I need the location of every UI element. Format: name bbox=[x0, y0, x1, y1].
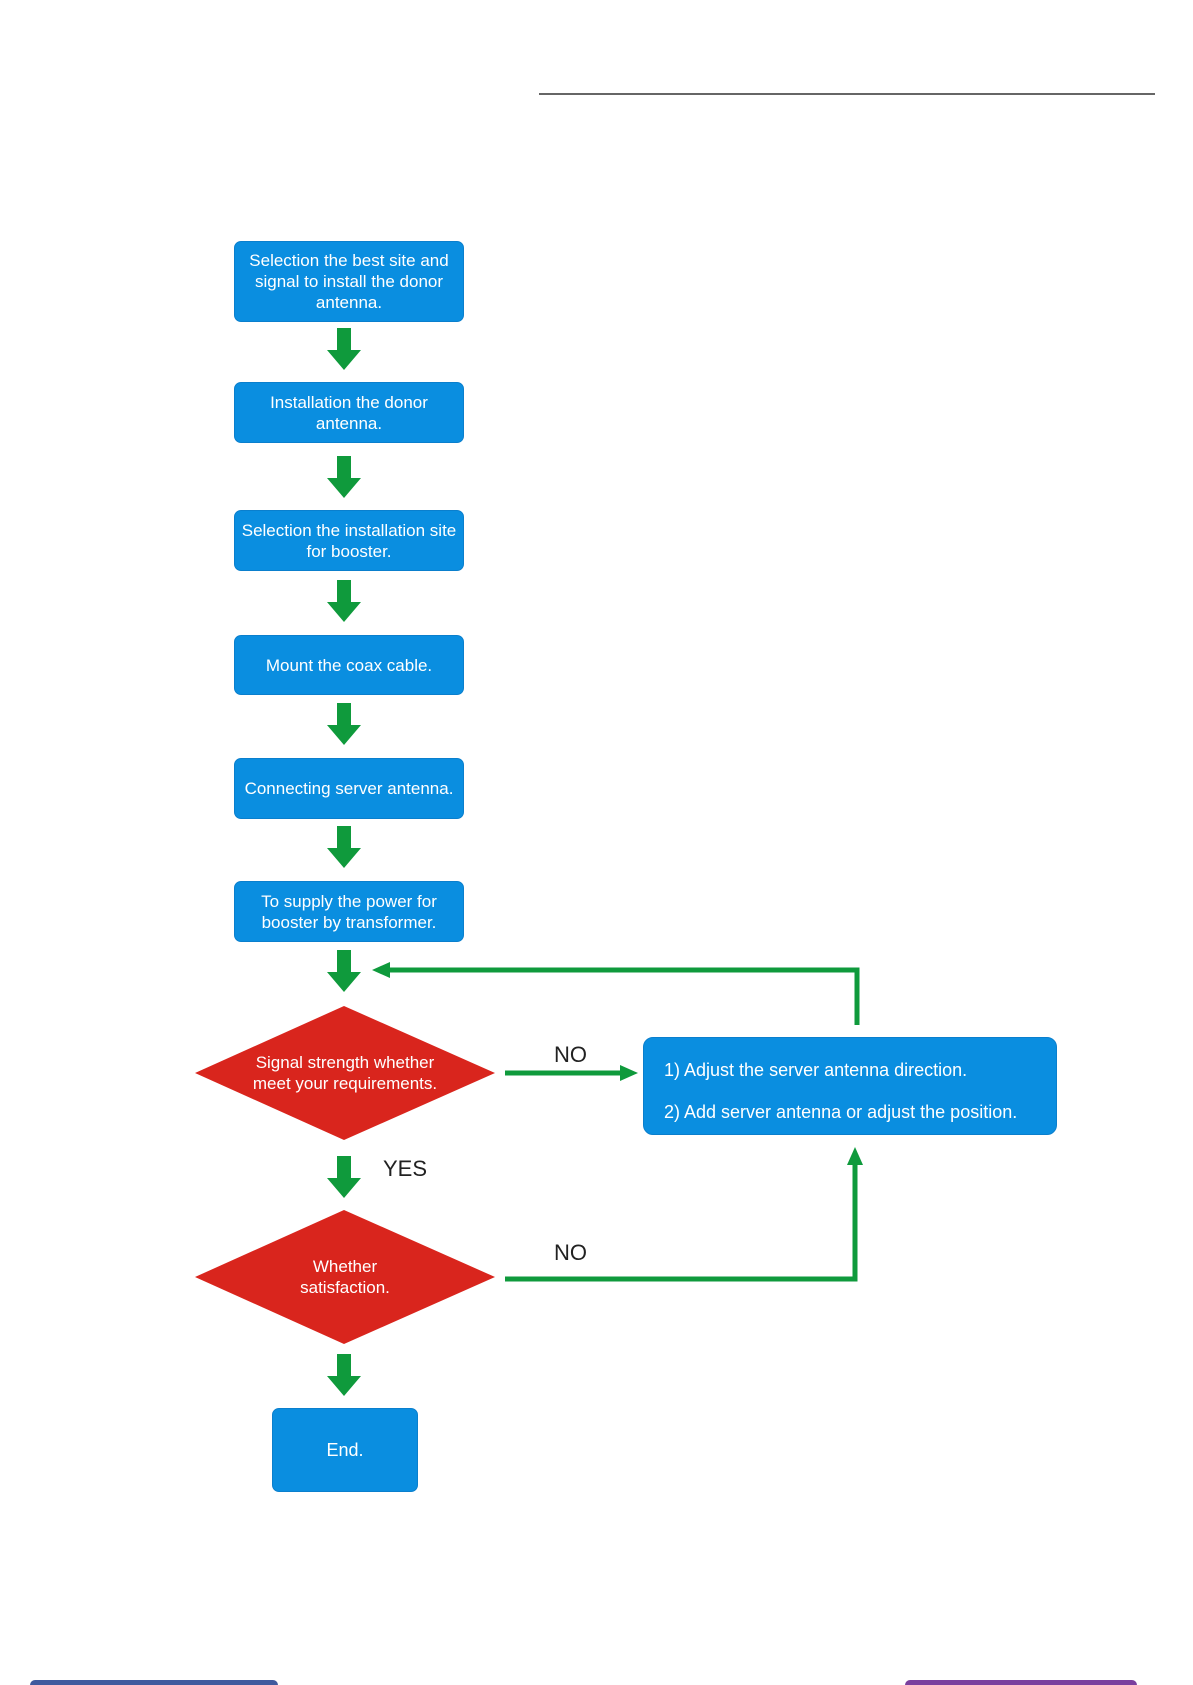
decision-label-satisfaction: Whether satisfaction. bbox=[300, 1257, 390, 1297]
connector-loop-back bbox=[388, 967, 860, 1025]
down-arrow-4 bbox=[327, 703, 361, 745]
step-box-select-donor-site: Selection the best site and signal to in… bbox=[234, 241, 464, 322]
adjustment-action-box: 1) Adjust the server antenna direction. … bbox=[643, 1037, 1057, 1135]
connector-no-first-arrowhead bbox=[620, 1065, 638, 1081]
page-edge-tab-right bbox=[905, 1680, 1137, 1685]
action-line-1: 1) Adjust the server antenna direction. bbox=[664, 1060, 968, 1080]
down-arrow-2 bbox=[327, 456, 361, 498]
down-arrow-3 bbox=[327, 580, 361, 622]
end-box: End. bbox=[272, 1408, 418, 1492]
down-arrow-1 bbox=[327, 328, 361, 370]
branch-label-no-first: NO bbox=[554, 1042, 587, 1067]
connector-loop-back-arrowhead bbox=[372, 962, 390, 978]
down-arrow-7 bbox=[327, 1156, 361, 1198]
action-line-2: 2) Add server antenna or adjust the posi… bbox=[664, 1102, 1018, 1122]
step-box-supply-power: To supply the power for booster by trans… bbox=[234, 881, 464, 942]
step-box-install-donor-antenna: Installation the donor antenna. bbox=[234, 382, 464, 443]
decision-diamond-satisfaction bbox=[195, 1210, 495, 1344]
branch-label-no-second: NO bbox=[554, 1240, 587, 1265]
branch-label-yes: YES bbox=[383, 1156, 428, 1181]
step-box-select-booster-site: Selection the installation site for boos… bbox=[234, 510, 464, 571]
down-arrow-8 bbox=[327, 1354, 361, 1396]
step-box-connect-server-antenna: Connecting server antenna. bbox=[234, 758, 464, 819]
connector-no-second bbox=[505, 1163, 858, 1282]
page-edge-tab-left bbox=[30, 1680, 278, 1685]
down-arrow-5 bbox=[327, 826, 361, 868]
connector-no-second-arrowhead bbox=[847, 1147, 863, 1165]
decision-label-signal: Signal strength whether meet your requir… bbox=[252, 1053, 438, 1093]
down-arrow-6 bbox=[327, 950, 361, 992]
decision-diamond-signal bbox=[195, 1006, 495, 1140]
step-box-mount-coax-cable: Mount the coax cable. bbox=[234, 635, 464, 695]
